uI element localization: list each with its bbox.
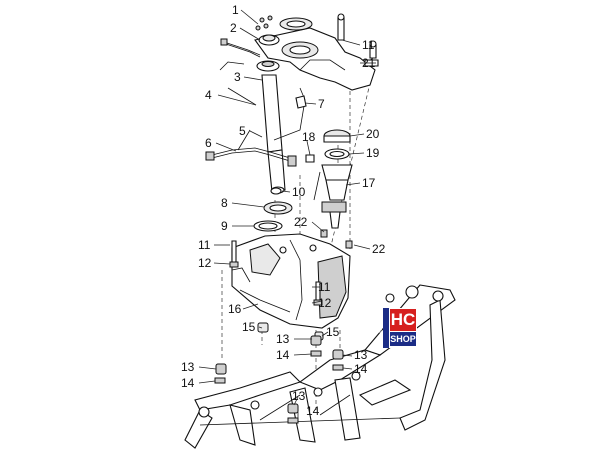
filler-neck-tube [261, 74, 306, 194]
fuel-tank [231, 233, 351, 329]
callout-13-b: 13 [181, 360, 195, 374]
callout-11-tank: 11 [318, 280, 331, 294]
callout-5: 5 [239, 124, 246, 138]
callout-17: 17 [362, 176, 376, 190]
callout-4: 4 [205, 88, 212, 102]
callout-13-c: 13 [354, 348, 368, 362]
callout-13-d: 13 [292, 389, 306, 403]
callout-11-left: 11 [198, 238, 211, 252]
callout-19: 19 [366, 146, 380, 160]
callout-7: 7 [318, 97, 325, 111]
callout-15-a: 15 [242, 320, 256, 334]
callout-14-d: 14 [306, 404, 320, 418]
logo-shop-text: SHOP [390, 332, 416, 346]
callout-14-a: 14 [276, 348, 290, 362]
tank-top-cover [254, 13, 379, 91]
logo-side-band: GARAGE 60 [378, 308, 389, 348]
drain-hose [205, 129, 297, 167]
hc-shop-logo: GARAGE 60 HC SHOP [378, 308, 417, 348]
callout-20: 20 [366, 127, 380, 141]
callout-9: 9 [221, 219, 228, 233]
fuel-cap-assembly [255, 15, 280, 72]
callout-12-tank: 12 [318, 296, 332, 310]
callout-8: 8 [221, 196, 228, 210]
callout-15-b: 15 [326, 325, 340, 339]
small-fittings [305, 154, 353, 249]
callout-14-c: 14 [354, 362, 368, 376]
callout-11-top: 11 [362, 38, 375, 52]
callout-3: 3 [234, 70, 241, 84]
callout-labels: 1 2 3 4 5 6 7 8 9 10 11 11 11 12 12 13 1… [181, 3, 386, 418]
sealing-rings [253, 187, 293, 232]
bolts [229, 240, 323, 306]
callout-18: 18 [302, 130, 316, 144]
callout-6: 6 [205, 136, 212, 150]
fuel-pump-assembly [313, 129, 353, 229]
logo-side-text: GARAGE 60 [377, 316, 383, 339]
callout-22-b: 22 [372, 242, 386, 256]
callout-1: 1 [232, 3, 239, 17]
callout-14-b: 14 [181, 376, 195, 390]
callout-16: 16 [228, 302, 242, 316]
callout-22-a: 22 [294, 215, 308, 229]
callout-21: 21 [362, 56, 376, 70]
hose-clamp [295, 95, 307, 109]
callout-13-a: 13 [276, 332, 290, 346]
callout-10: 10 [292, 185, 306, 199]
logo-hc-text: HC [390, 309, 416, 331]
rubber-mounts [214, 322, 344, 424]
callout-2: 2 [230, 21, 237, 35]
breather-hose [219, 38, 261, 106]
leader-lines [198, 9, 376, 420]
callout-12-left: 12 [198, 256, 212, 270]
